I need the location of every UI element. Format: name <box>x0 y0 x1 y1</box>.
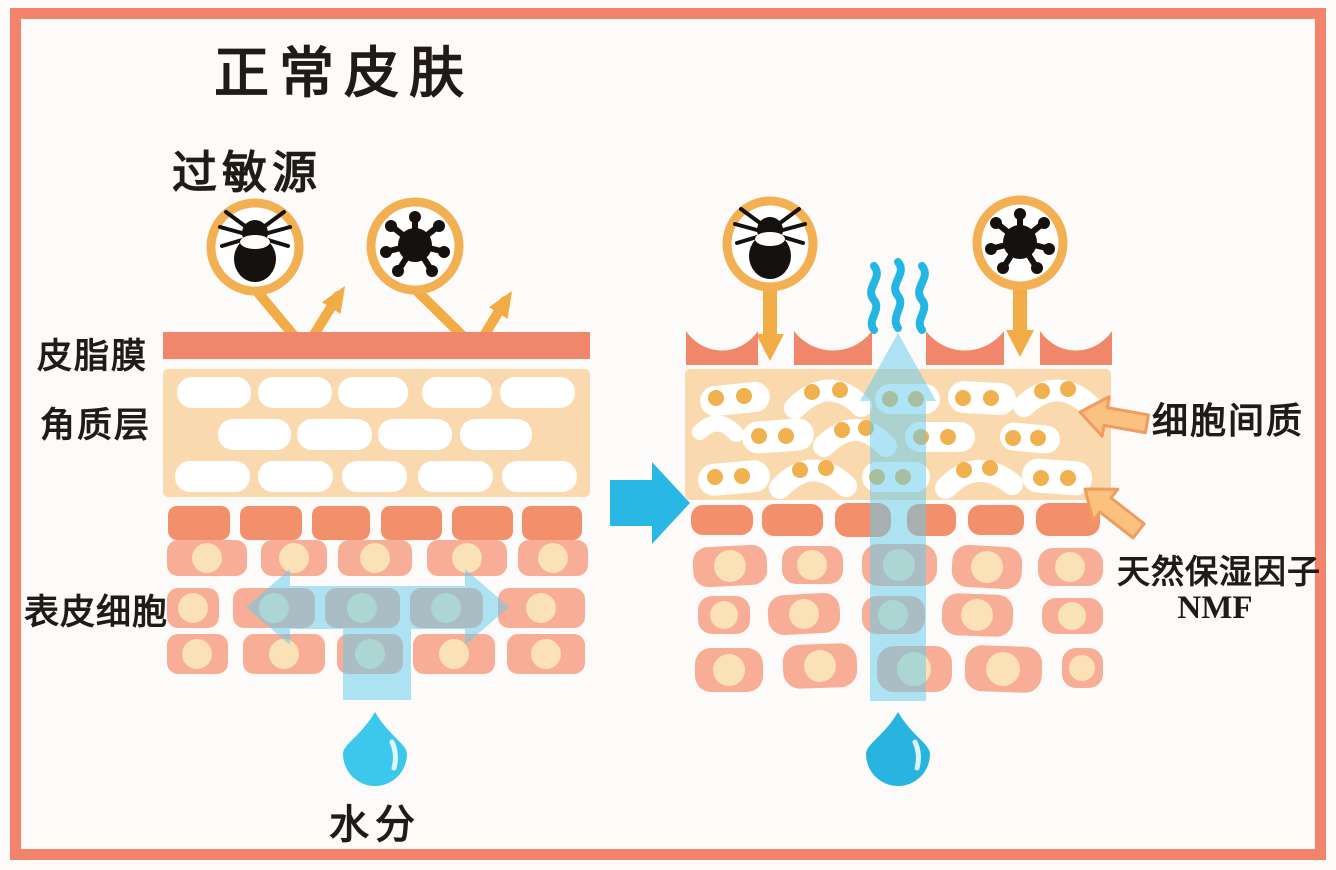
steam-icon <box>867 258 929 334</box>
water-drop-icon <box>343 712 407 786</box>
epidermal-cells-label: 表皮细胞 <box>24 593 169 632</box>
up-arrow-icon <box>860 333 936 701</box>
allergen-virus-badge-right <box>972 195 1068 291</box>
sebum-film-label: 皮脂膜 <box>37 337 149 376</box>
water-drop-icon-right <box>866 712 930 786</box>
transition-arrow-icon <box>610 462 690 544</box>
sebum-film-layer <box>163 332 590 359</box>
left-skin-diagram <box>163 197 590 786</box>
allergen-mite-badge-right <box>722 196 818 292</box>
stratum-corneum-label: 角质层 <box>40 406 152 445</box>
moisture-label: 水分 <box>329 803 421 847</box>
bounce-arrowheads <box>321 286 512 319</box>
allergen-mite-badge <box>206 198 304 296</box>
allergen-label: 过敏源 <box>172 147 323 198</box>
right-skin-diagram <box>685 195 1153 786</box>
poster-border <box>10 8 1326 860</box>
nmf-full-label: 天然保湿因子 <box>1117 553 1321 590</box>
damaged-sebum-layer <box>686 331 1112 365</box>
nmf-abbr-label: NMF <box>1177 590 1253 626</box>
allergen-virus-badge <box>366 197 464 295</box>
stratum-corneum-layer <box>163 369 590 497</box>
down-arrow-icon <box>756 288 1034 361</box>
intercellular-matrix-label: 细胞间质 <box>1152 400 1305 441</box>
branch-arrow-icon <box>246 569 509 700</box>
page-title: 正常皮肤 <box>214 42 475 104</box>
